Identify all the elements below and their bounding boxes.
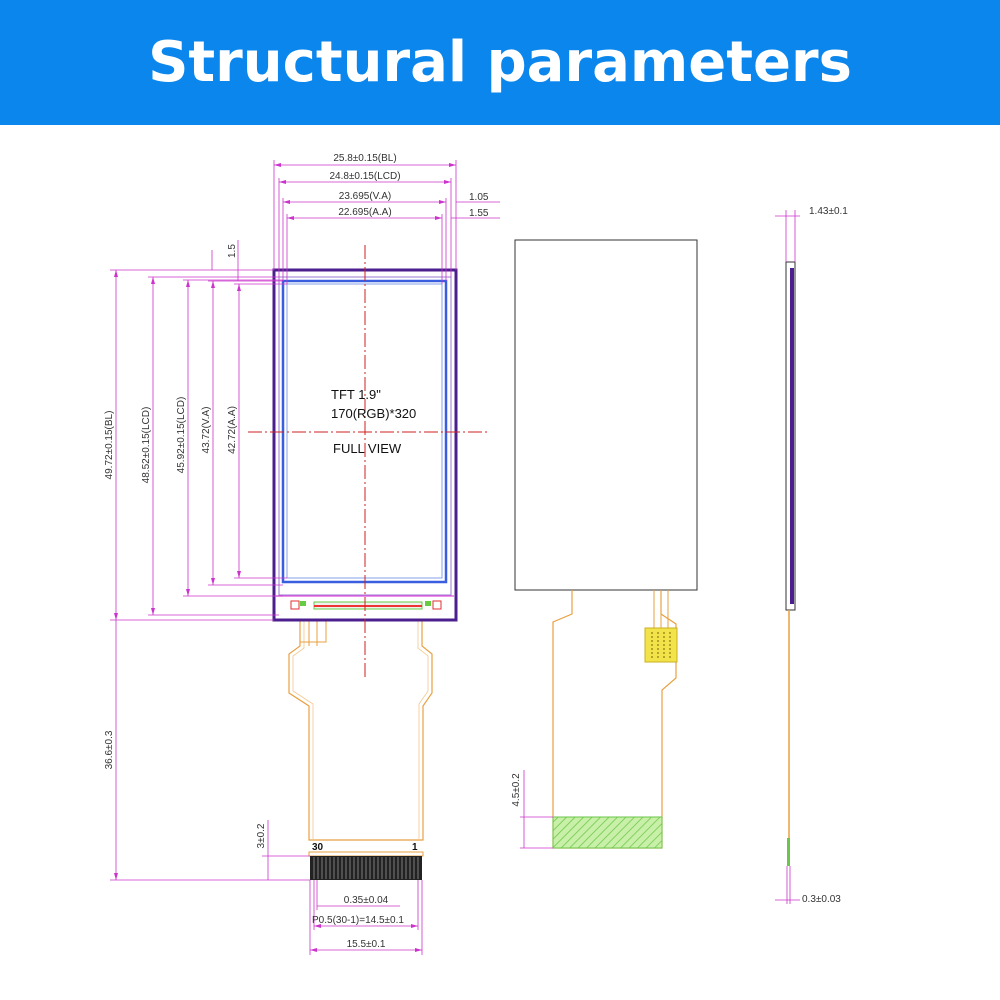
back-stiffener-hatch	[552, 816, 663, 849]
dim-bl-height: 49.72±0.15(BL)	[104, 411, 115, 480]
dim-pitch: P0.5(30-1)=14.5±0.1	[312, 915, 404, 926]
back-dim-stiffener: 4.5±0.2	[511, 773, 522, 807]
side-view: 1.43±0.1 0.3±0.03	[775, 206, 848, 905]
front-dimensions	[110, 160, 500, 955]
dim-stiffener: 3±0.2	[256, 823, 267, 848]
front-fpc-inner	[292, 620, 429, 840]
dim-bl-width: 25.8±0.15(BL)	[333, 153, 396, 164]
dimension-arrows	[114, 163, 456, 952]
dim-offset-2: 1.55	[469, 208, 489, 219]
ledge-left-mark	[290, 600, 300, 610]
side-dim-fpc-thickness: 0.3±0.03	[802, 894, 841, 905]
ledge-right-mark	[432, 600, 442, 610]
dim-fpc-length: 36.6±0.3	[104, 730, 115, 769]
header-banner	[0, 0, 1000, 125]
front-view: TFT 1.9" 170(RGB)*320 FULL VIEW	[248, 245, 487, 880]
back-chip	[644, 627, 678, 663]
dim-lcd-width: 24.8±0.15(LCD)	[329, 171, 400, 182]
model-label: TFT 1.9"	[331, 387, 381, 402]
resolution-label: 170(RGB)*320	[331, 406, 416, 421]
side-stiffener	[787, 838, 790, 866]
dim-lcd-height-1: 48.52±0.15(LCD)	[141, 407, 152, 484]
dim-aa-width: 22.695(A.A)	[338, 207, 391, 218]
pin-last-label: 1	[412, 842, 418, 853]
page-title: Structural parameters	[148, 30, 852, 95]
front-fpc-outline	[288, 620, 433, 841]
dim-va-height: 43.72(V.A)	[201, 407, 212, 454]
dim-aa-height: 42.72(A.A)	[227, 406, 238, 454]
dim-fpc-width: 15.5±0.1	[347, 939, 386, 950]
back-view: 4.5±0.2	[511, 239, 698, 849]
view-label: FULL VIEW	[333, 441, 402, 456]
fpc-stiffener-line	[308, 851, 424, 857]
dim-lcd-height-2: 45.92±0.15(LCD)	[176, 397, 187, 474]
dim-offset-1: 1.05	[469, 192, 489, 203]
pin-first-label: 30	[312, 842, 324, 853]
back-panel-outline	[514, 239, 698, 591]
dim-small-top: 1.5	[227, 244, 238, 258]
side-dim-thickness: 1.43±0.1	[809, 206, 848, 217]
dim-pin-width: 0.35±0.04	[344, 895, 389, 906]
dim-va-width: 23.695(V.A)	[339, 191, 391, 202]
